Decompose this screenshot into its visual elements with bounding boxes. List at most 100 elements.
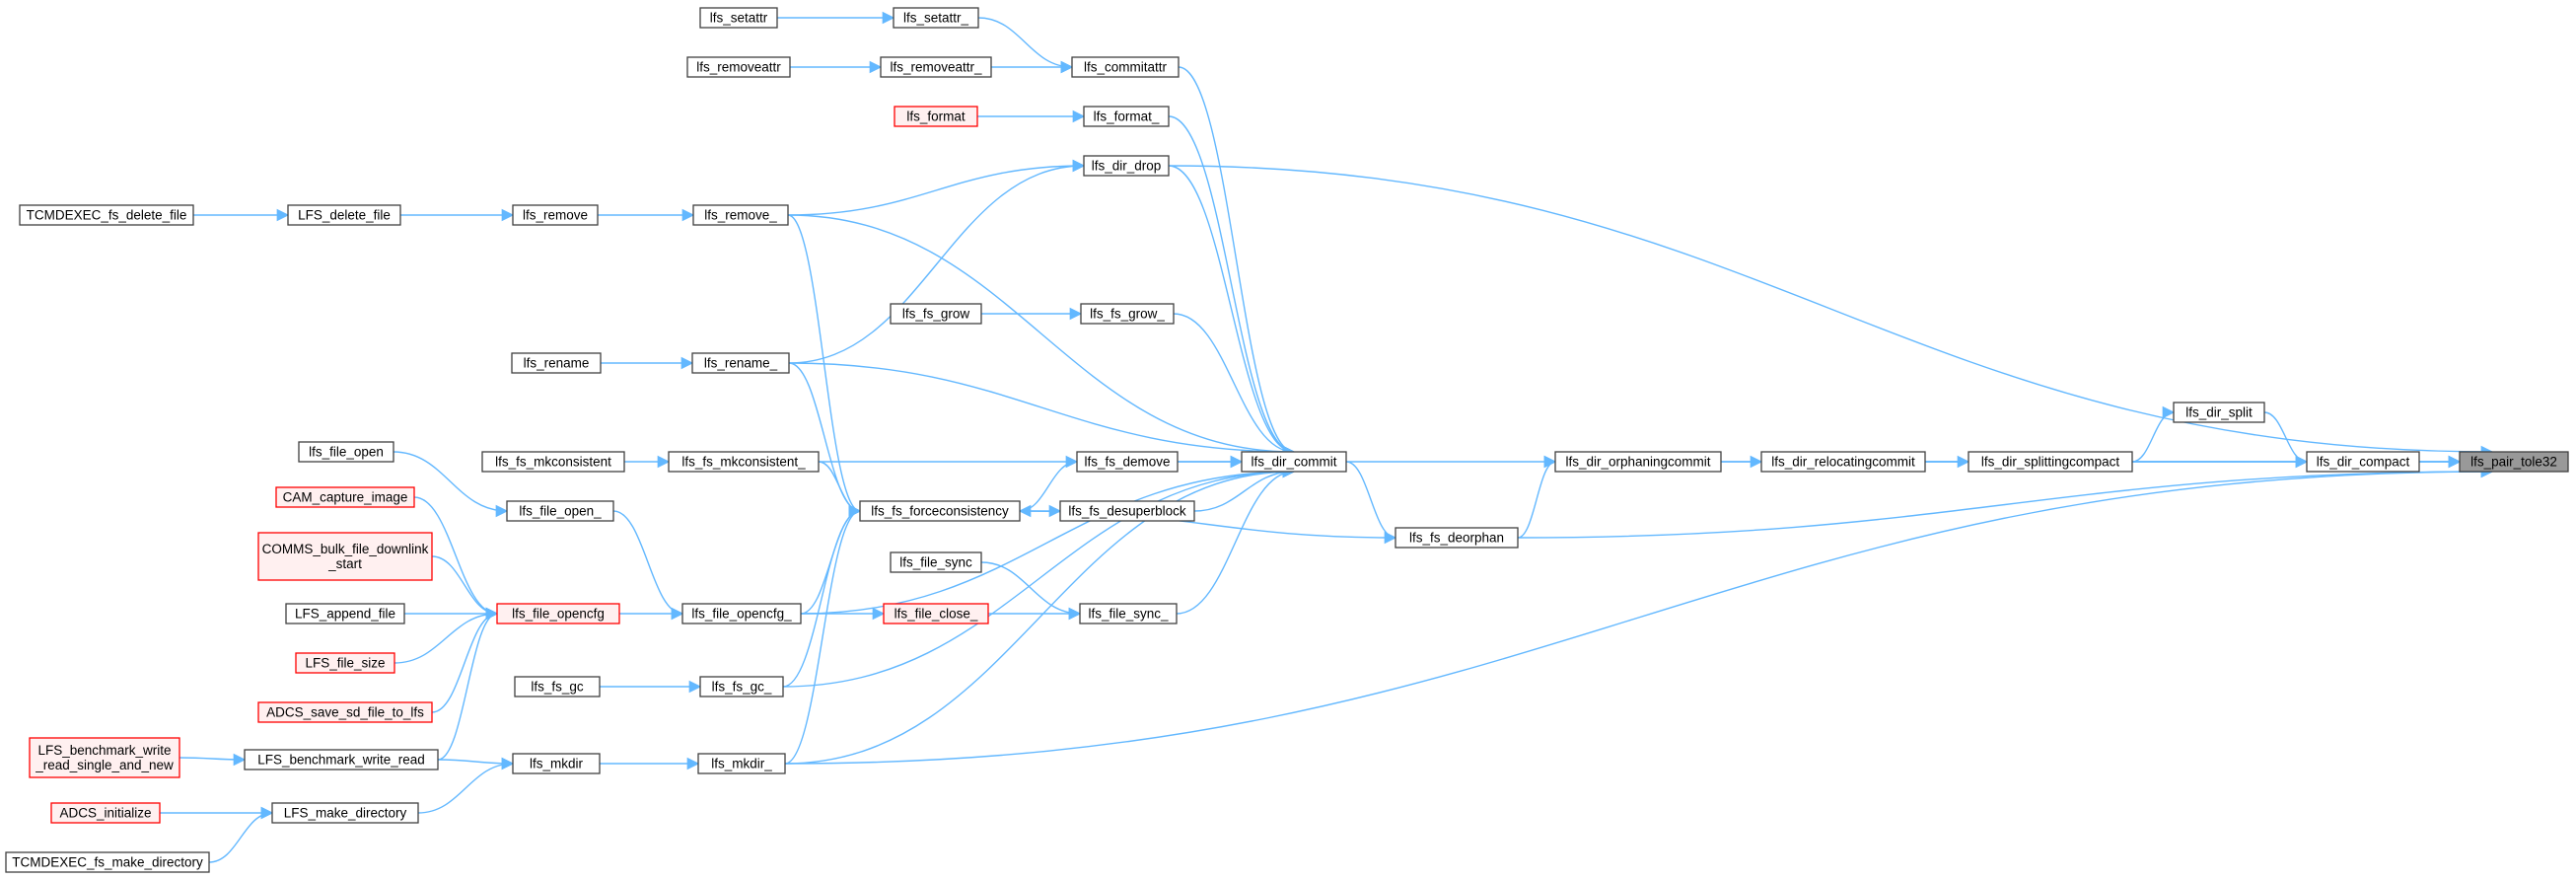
node-box bbox=[686, 56, 791, 78]
node-box bbox=[1241, 451, 1347, 473]
node-file-sync-[interactable]: lfs_file_sync_ bbox=[1079, 603, 1178, 624]
node-box bbox=[1760, 451, 1926, 473]
edge-dir_drop-to-pair_tole32 bbox=[1168, 165, 2494, 459]
node-mkdir[interactable]: lfs_mkdir bbox=[512, 753, 601, 774]
node-box bbox=[512, 204, 599, 226]
node-box bbox=[481, 451, 625, 473]
node-format-[interactable]: lfs_format_ bbox=[1083, 106, 1170, 127]
node-fs-mkconsistent-[interactable]: lfs_fs_mkconsistent_ bbox=[668, 451, 820, 473]
node-remove-[interactable]: lfs_remove_ bbox=[692, 204, 789, 226]
node-removeattr-[interactable]: lfs_removeattr_ bbox=[880, 56, 992, 78]
edge-file_sync-to-file_sync_ bbox=[980, 561, 1082, 621]
node-label: lfs_fs_grow bbox=[902, 307, 970, 322]
node-fs-grow[interactable]: lfs_fs_grow bbox=[890, 303, 982, 325]
node-label: LFS_benchmark_write_read bbox=[257, 753, 425, 768]
node-fs-desuperblock[interactable]: lfs_fs_desuperblock bbox=[1059, 500, 1195, 522]
node-LFS-make-dir[interactable]: LFS_make_directory bbox=[271, 802, 419, 824]
node-adcs-save[interactable]: ADCS_save_sd_file_to_lfs bbox=[257, 701, 433, 723]
node-cam-capture[interactable]: CAM_capture_image bbox=[275, 486, 415, 508]
edge-fs_grow_-to-dir_commit bbox=[1173, 313, 1296, 459]
edge-tcm_make_dir-to-LFS_make_dir bbox=[208, 806, 274, 863]
node-box bbox=[275, 486, 415, 508]
node-lfs-bench-wr[interactable]: LFS_benchmark_write_read bbox=[244, 749, 439, 770]
node-label: lfs_commitattr bbox=[1084, 60, 1168, 75]
node-rename-[interactable]: lfs_rename_ bbox=[691, 352, 790, 374]
node-setattr[interactable]: lfs_setattr bbox=[699, 7, 778, 29]
node-box bbox=[681, 603, 802, 624]
node-box bbox=[1059, 500, 1195, 522]
node-setattr-[interactable]: lfs_setattr_ bbox=[893, 7, 979, 29]
node-dir-relocatingcommit[interactable]: lfs_dir_relocatingcommit bbox=[1760, 451, 1926, 473]
node-label: _read_single_and_new bbox=[35, 758, 174, 772]
node-remove[interactable]: lfs_remove bbox=[512, 204, 599, 226]
node-dir-drop[interactable]: lfs_dir_drop bbox=[1083, 155, 1170, 177]
node-label: CAM_capture_image bbox=[283, 490, 408, 505]
node-box bbox=[257, 701, 433, 723]
node-tcm-delete[interactable]: TCMDEXEC_fs_delete_file bbox=[19, 204, 194, 226]
node-box bbox=[1071, 56, 1180, 78]
node-label: lfs_file_opencfg bbox=[512, 607, 605, 622]
node-label: lfs_fs_grow_ bbox=[1090, 307, 1165, 322]
node-box bbox=[514, 676, 601, 697]
node-file-sync[interactable]: lfs_file_sync bbox=[890, 551, 982, 573]
node-box bbox=[506, 500, 614, 522]
node-removeattr[interactable]: lfs_removeattr bbox=[686, 56, 791, 78]
node-fs-forceconsistency[interactable]: lfs_fs_forceconsistency bbox=[859, 500, 1021, 522]
node-adcs-init[interactable]: ADCS_initialize bbox=[50, 802, 161, 824]
node-box bbox=[2173, 402, 2265, 423]
node-label: lfs_dir_split bbox=[2185, 405, 2253, 420]
node-LFS-delete[interactable]: LFS_delete_file bbox=[287, 204, 401, 226]
edge-file_open-to-file_open_ bbox=[393, 451, 509, 518]
node-commitattr[interactable]: lfs_commitattr bbox=[1071, 56, 1180, 78]
node-dir-splittingcompact[interactable]: lfs_dir_splittingcompact bbox=[1968, 451, 2133, 473]
node-label: TCMDEXEC_fs_delete_file bbox=[27, 208, 187, 223]
node-tcm-make-dir[interactable]: TCMDEXEC_fs_make_directory bbox=[5, 851, 210, 873]
node-label: lfs_format_ bbox=[1094, 110, 1160, 124]
node-fs-gc-[interactable]: lfs_fs_gc_ bbox=[699, 676, 784, 697]
node-file-close-[interactable]: lfs_file_close_ bbox=[883, 603, 989, 624]
node-rename[interactable]: lfs_rename bbox=[511, 352, 602, 374]
node-format[interactable]: lfs_format bbox=[894, 106, 978, 127]
node-file-open[interactable]: lfs_file_open bbox=[298, 441, 394, 463]
node-box bbox=[691, 352, 790, 374]
node-file-open-[interactable]: lfs_file_open_ bbox=[506, 500, 614, 522]
node-label: lfs_dir_commit bbox=[1251, 455, 1336, 470]
node-dir-orphaningcommit[interactable]: lfs_dir_orphaningcommit bbox=[1554, 451, 1722, 473]
node-fs-grow-[interactable]: lfs_fs_grow_ bbox=[1080, 303, 1175, 325]
node-fs-gc[interactable]: lfs_fs_gc bbox=[514, 676, 601, 697]
node-label: lfs_dir_compact bbox=[2317, 455, 2410, 470]
edge-commitattr-to-dir_commit bbox=[1178, 66, 1296, 459]
node-comms-bulk[interactable]: COMMS_bulk_file_downlink_start bbox=[257, 532, 433, 581]
node-box bbox=[880, 56, 992, 78]
edge-LFS_file_size-to-file_opencfg bbox=[394, 607, 499, 664]
node-label: COMMS_bulk_file_downlink bbox=[262, 542, 429, 556]
node-label: lfs_fs_deorphan bbox=[1409, 531, 1504, 546]
node-box bbox=[1083, 155, 1170, 177]
node-dir-compact[interactable]: lfs_dir_compact bbox=[2306, 451, 2420, 473]
node-box bbox=[271, 802, 419, 824]
node-box bbox=[287, 204, 401, 226]
node-label: LFS_make_directory bbox=[284, 806, 407, 821]
node-file-opencfg-[interactable]: lfs_file_opencfg_ bbox=[681, 603, 802, 624]
node-label: TCMDEXEC_fs_make_directory bbox=[12, 855, 203, 870]
edge-comms_bulk-to-file_opencfg bbox=[431, 555, 499, 621]
node-LFS-file-size[interactable]: LFS_file_size bbox=[295, 652, 395, 674]
node-fs-mkconsistent[interactable]: lfs_fs_mkconsistent bbox=[481, 451, 625, 473]
node-dir-split[interactable]: lfs_dir_split bbox=[2173, 402, 2265, 423]
node-pair-tole32[interactable]: lfs_pair_tole32 bbox=[2459, 451, 2569, 473]
node-box bbox=[19, 204, 194, 226]
node-fs-deorphan[interactable]: lfs_fs_deorphan bbox=[1395, 527, 1519, 549]
node-label: _start bbox=[327, 556, 362, 571]
node-fs-demove[interactable]: lfs_fs_demove bbox=[1076, 451, 1179, 473]
node-box bbox=[893, 7, 979, 29]
node-label: lfs_file_opencfg_ bbox=[691, 607, 792, 622]
node-dir-commit[interactable]: lfs_dir_commit bbox=[1241, 451, 1347, 473]
node-LFS-append[interactable]: LFS_append_file bbox=[285, 603, 405, 624]
node-label: lfs_dir_relocatingcommit bbox=[1771, 455, 1915, 470]
node-mkdir-[interactable]: lfs_mkdir_ bbox=[697, 753, 786, 774]
node-lfs-bench-rs[interactable]: LFS_benchmark_write_read_single_and_new bbox=[29, 737, 180, 778]
edge-rename_-to-fs_forceconsistency bbox=[788, 362, 862, 518]
node-file-opencfg[interactable]: lfs_file_opencfg bbox=[496, 603, 620, 624]
node-label: lfs_fs_mkconsistent bbox=[495, 455, 611, 470]
node-label: lfs_remove bbox=[523, 208, 588, 223]
